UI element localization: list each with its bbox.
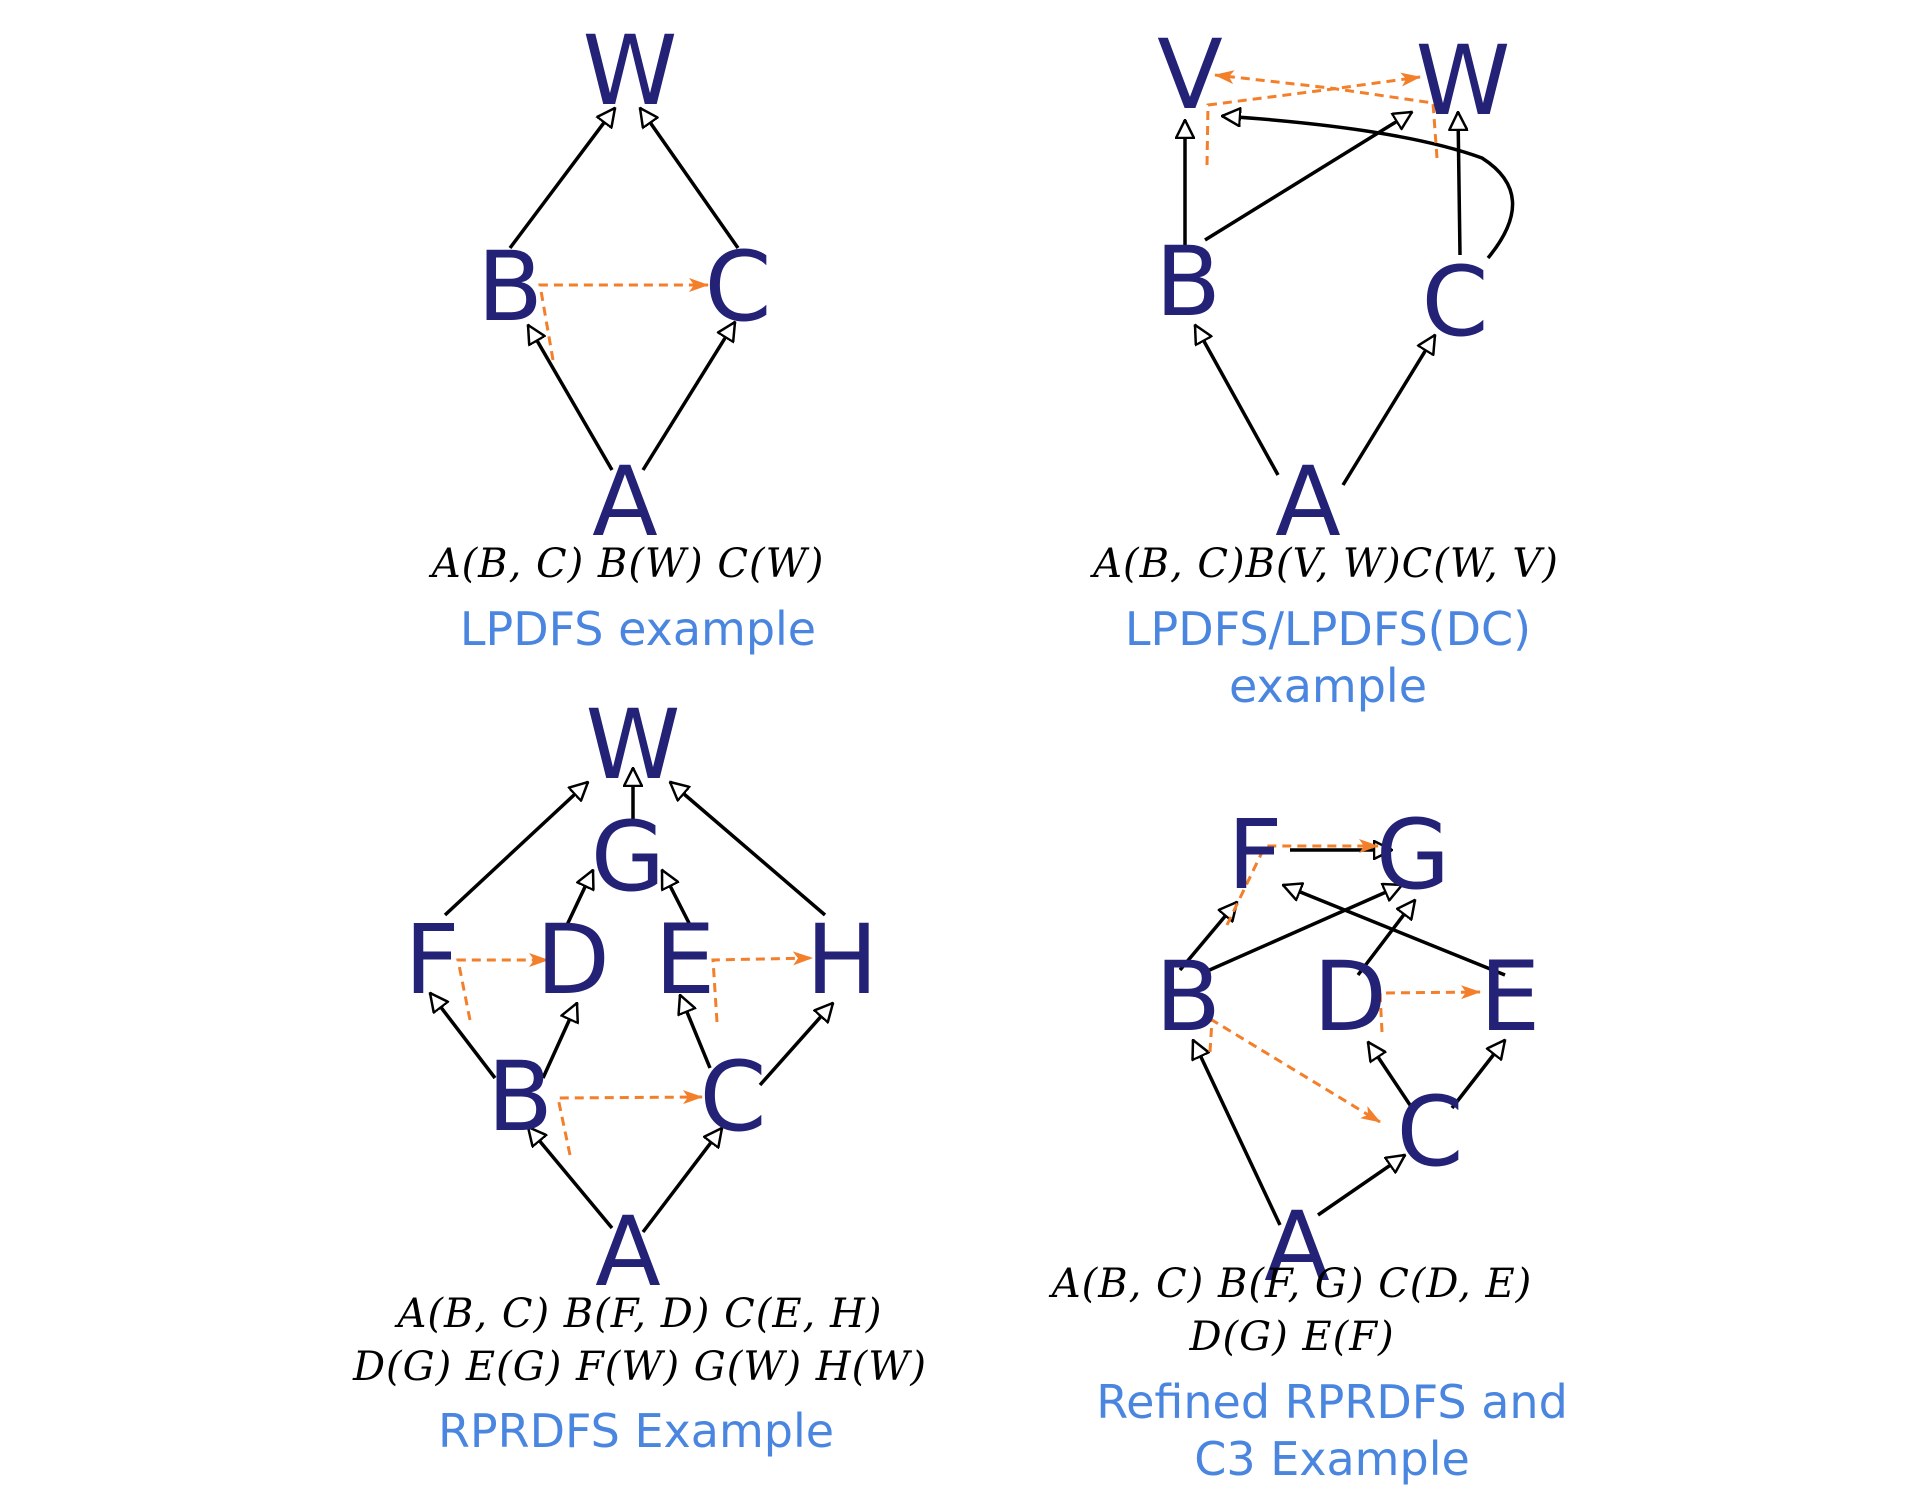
- panel-refined-rprdfs-c3-example: F G B D E C A A(B, C) B(F, G) C(D, E) D(…: [1048, 799, 1568, 1486]
- node-b: B: [477, 231, 543, 343]
- edge-a-to-b: [528, 1127, 614, 1230]
- order-line-w-to-v: [1214, 70, 1439, 159]
- node-a: A: [595, 1196, 661, 1308]
- node-w: W: [583, 15, 678, 127]
- mro-formula-line-1: A(B, C) B(F, D) C(E, H): [394, 1291, 883, 1337]
- caption: RPRDFS Example: [438, 1404, 834, 1458]
- edge-b-to-d: [541, 1003, 577, 1079]
- inheritance-edges: [1185, 110, 1515, 486]
- node-a: A: [592, 446, 658, 558]
- node-f: F: [1227, 799, 1282, 911]
- edge-a-to-c: [1341, 335, 1437, 486]
- caption: LPDFS example: [460, 602, 816, 656]
- mro-formula: A(B, C)B(V, W)C(W, V): [1089, 541, 1559, 587]
- caption: Refined RPRDFS and C3 Example: [1096, 1375, 1568, 1486]
- order-line-d-to-e: [1378, 985, 1481, 1033]
- mro-formula-line-2: D(G) E(F): [1188, 1314, 1394, 1360]
- edge-a-to-b: [1193, 1040, 1282, 1226]
- caption-line-1: Refined RPRDFS and: [1096, 1375, 1568, 1429]
- panel-lpdfs-dc-example: V W B C A A(B, C)B(V, W)C(W, V) LPDFS/LP…: [1089, 19, 1559, 713]
- edge-a-to-c: [641, 1128, 722, 1234]
- node-g: G: [591, 801, 665, 913]
- mro-order-path: [1205, 70, 1439, 166]
- mro-formula-line-1: A(B, C) B(F, G) C(D, E): [1048, 1261, 1533, 1307]
- order-line-b-to-c: [538, 278, 709, 361]
- edge-a-to-c: [641, 322, 737, 471]
- edge-b-to-g: [1204, 885, 1402, 974]
- node-a: A: [1275, 446, 1341, 558]
- node-b: B: [1155, 226, 1221, 338]
- caption: LPDFS/LPDFS(DC) example: [1125, 602, 1531, 713]
- edge-c-to-e: [1450, 1040, 1505, 1110]
- order-line-v-to-w: [1205, 72, 1421, 166]
- edge-c-to-v: [1222, 116, 1515, 260]
- node-h: H: [806, 904, 878, 1016]
- edge-h-to-w: [670, 782, 827, 917]
- class-nodes: F G B D E C A: [1155, 799, 1540, 1303]
- node-c: C: [1421, 246, 1488, 358]
- edge-b-to-w: [1204, 110, 1412, 242]
- node-c: C: [1396, 1076, 1463, 1188]
- edge-a-to-b: [1193, 325, 1280, 476]
- node-f: F: [404, 904, 459, 1016]
- node-c: C: [699, 1041, 766, 1153]
- edge-c-to-h: [758, 1003, 833, 1087]
- node-g: G: [1376, 799, 1450, 911]
- edge-c-to-w: [640, 108, 740, 250]
- inheritance-edges: [508, 108, 740, 471]
- node-e: E: [1480, 941, 1541, 1053]
- node-a: A: [1264, 1191, 1330, 1303]
- edge-a-to-b: [526, 325, 614, 471]
- panel-lpdfs-example: W B C A A(B, C) B(W) C(W) LPDFS example: [428, 15, 825, 656]
- order-line-b-to-c: [1208, 1017, 1381, 1124]
- edge-c-to-d: [1368, 1042, 1414, 1109]
- node-w: W: [1416, 25, 1511, 137]
- panel-rprdfs-example: W G F D E H B C A A(B, C) B(F, D) C(E, H…: [352, 689, 927, 1458]
- class-nodes: W G F D E H B C A: [404, 689, 878, 1308]
- mro-order-path: [1208, 839, 1481, 1124]
- caption-line-1: LPDFS example: [460, 602, 816, 656]
- edge-e-to-g: [660, 870, 692, 926]
- edge-f-to-w: [443, 782, 588, 917]
- mro-order-path: [456, 951, 813, 1156]
- node-c: C: [704, 231, 771, 343]
- caption-line-1: LPDFS/LPDFS(DC): [1125, 602, 1531, 656]
- inheritance-edges: [1178, 850, 1505, 1226]
- edge-b-to-f: [1178, 902, 1237, 972]
- caption-line-2: C3 Example: [1194, 1432, 1470, 1486]
- class-nodes: V W B C A: [1155, 19, 1510, 558]
- node-e: E: [655, 904, 716, 1016]
- order-line-b-to-c: [556, 1090, 703, 1156]
- edge-c-to-w: [1458, 112, 1460, 256]
- order-line-e-to-h: [711, 951, 813, 1023]
- mro-formula: A(B, C) B(W) C(W): [428, 541, 825, 587]
- node-b: B: [1155, 941, 1221, 1053]
- edge-d-to-g: [1356, 900, 1415, 977]
- inheritance-edges: [430, 768, 833, 1234]
- node-d: D: [1313, 941, 1387, 1053]
- edge-a-to-c: [1317, 1155, 1405, 1217]
- node-b: B: [487, 1041, 553, 1153]
- edge-b-to-w: [508, 108, 615, 250]
- node-v: V: [1157, 19, 1223, 131]
- edge-b-to-f: [430, 993, 497, 1080]
- mro-formula-line-2: D(G) E(G) F(W) G(W) H(W): [352, 1344, 927, 1390]
- caption-line-2: example: [1229, 659, 1427, 713]
- edge-d-to-g: [565, 870, 593, 926]
- edge-c-to-e: [680, 995, 712, 1069]
- node-d: D: [536, 904, 610, 1016]
- node-w: W: [586, 689, 681, 801]
- mro-order-path: [538, 278, 709, 361]
- class-nodes: W B C A: [477, 15, 771, 558]
- order-line-f-to-d: [456, 953, 549, 1021]
- caption-line-1: RPRDFS Example: [438, 1404, 834, 1458]
